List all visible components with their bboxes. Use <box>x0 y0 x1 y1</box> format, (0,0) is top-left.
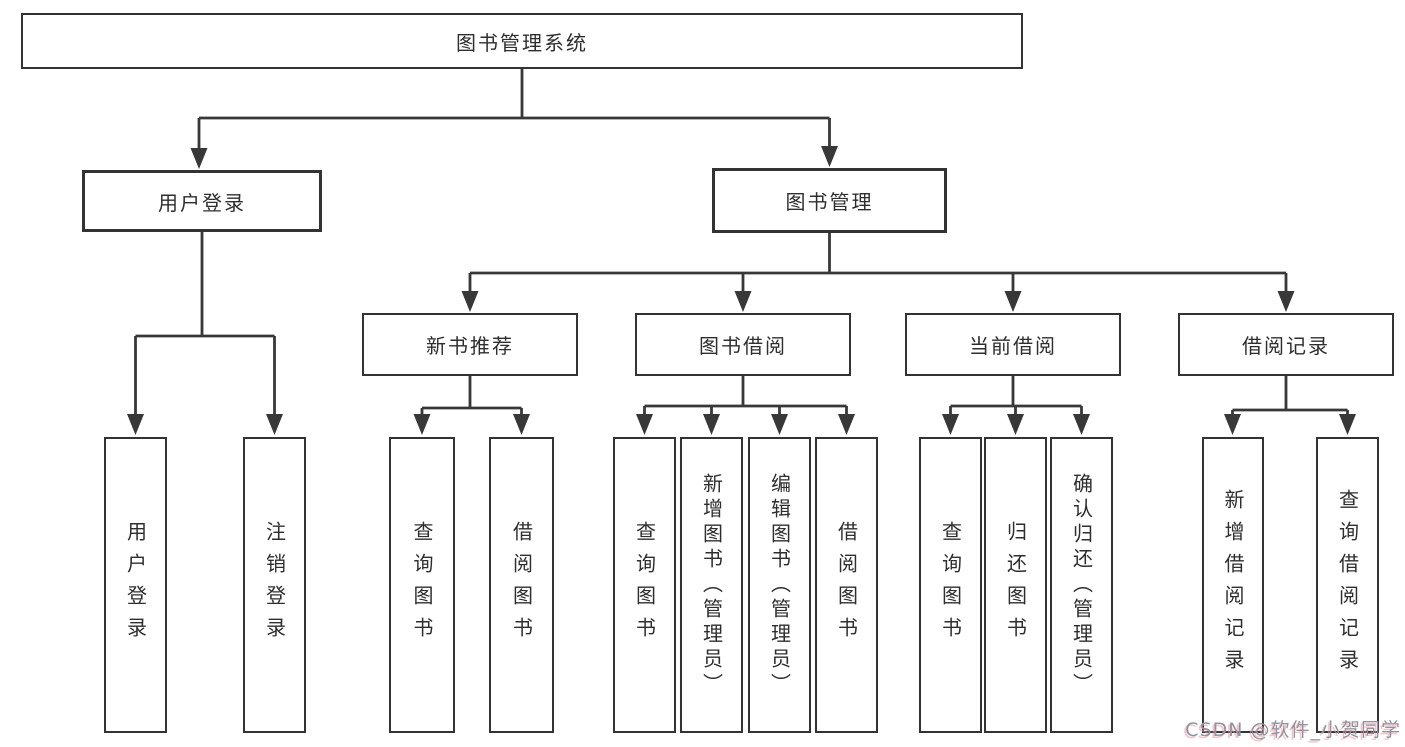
watermark: CSDN @软件_小贺同学 <box>1185 719 1401 741</box>
connector-bookborrow-to-leaves <box>643 376 848 420</box>
node-label: 归还图书 <box>1003 521 1028 649</box>
leaf-return-book: 归还图书 <box>984 437 1047 733</box>
node-new-book-recommend: 新书推荐 <box>362 313 578 376</box>
node-book-borrow: 图书借阅 <box>635 313 851 376</box>
connector-currentborrow-to-leaves <box>949 376 1083 420</box>
node-label: 图书管理 <box>785 190 874 214</box>
node-label: 新书推荐 <box>426 334 514 358</box>
node-label: 用户登录 <box>123 521 148 649</box>
leaf-query-book-current: 查询图书 <box>919 437 982 733</box>
node-library-management-system: 图书管理系统 <box>21 13 1023 69</box>
node-label: 借阅记录 <box>1242 334 1330 358</box>
connector-borrowrecords-to-leaves <box>1231 376 1349 420</box>
node-label: 查询图书 <box>410 521 434 649</box>
leaf-query-book-recommend: 查询图书 <box>389 437 455 733</box>
node-label: 新增借阅记录 <box>1221 489 1245 681</box>
leaf-query-borrow-record: 查询借阅记录 <box>1316 437 1379 733</box>
node-label: 查询图书 <box>938 521 963 649</box>
leaf-add-book-admin: 新增图书（管理员） <box>680 437 743 733</box>
connector-bookmgmt-to-level3 <box>468 233 1288 297</box>
node-current-borrow: 当前借阅 <box>905 313 1121 376</box>
node-label: 确认归还（管理员） <box>1069 472 1094 698</box>
leaf-edit-book-admin: 编辑图书（管理员） <box>748 437 811 733</box>
leaf-borrow-book: 借阅图书 <box>815 437 878 733</box>
node-label: 查询图书 <box>632 521 657 649</box>
connector-newbook-to-leaves <box>420 376 523 420</box>
node-label: 查询借阅记录 <box>1335 489 1360 681</box>
node-label: 用户登录 <box>158 190 246 215</box>
node-label: 编辑图书（管理员） <box>767 472 792 698</box>
leaf-query-book-borrow: 查询图书 <box>613 437 676 733</box>
node-user-login: 用户登录 <box>82 170 322 232</box>
leaf-user-login: 用户登录 <box>104 437 167 733</box>
leaf-add-borrow-record: 新增借阅记录 <box>1202 437 1264 733</box>
node-label: 图书借阅 <box>699 334 787 358</box>
leaf-borrow-book-recommend: 借阅图书 <box>489 437 554 733</box>
node-book-management: 图书管理 <box>712 168 947 233</box>
node-label: 新增图书（管理员） <box>699 472 724 698</box>
connector-userlogin-to-leaves <box>134 232 276 418</box>
node-label: 当前借阅 <box>969 334 1057 358</box>
node-borrow-records: 借阅记录 <box>1178 313 1394 376</box>
leaf-confirm-return-admin: 确认归还（管理员） <box>1050 437 1113 733</box>
node-label: 注销登录 <box>262 521 287 649</box>
node-label: 借阅图书 <box>509 521 534 649</box>
leaf-logout: 注销登录 <box>243 437 306 733</box>
node-label: 借阅图书 <box>834 521 859 649</box>
node-label: 图书管理系统 <box>456 30 588 55</box>
connector-root-to-level2 <box>197 69 831 152</box>
